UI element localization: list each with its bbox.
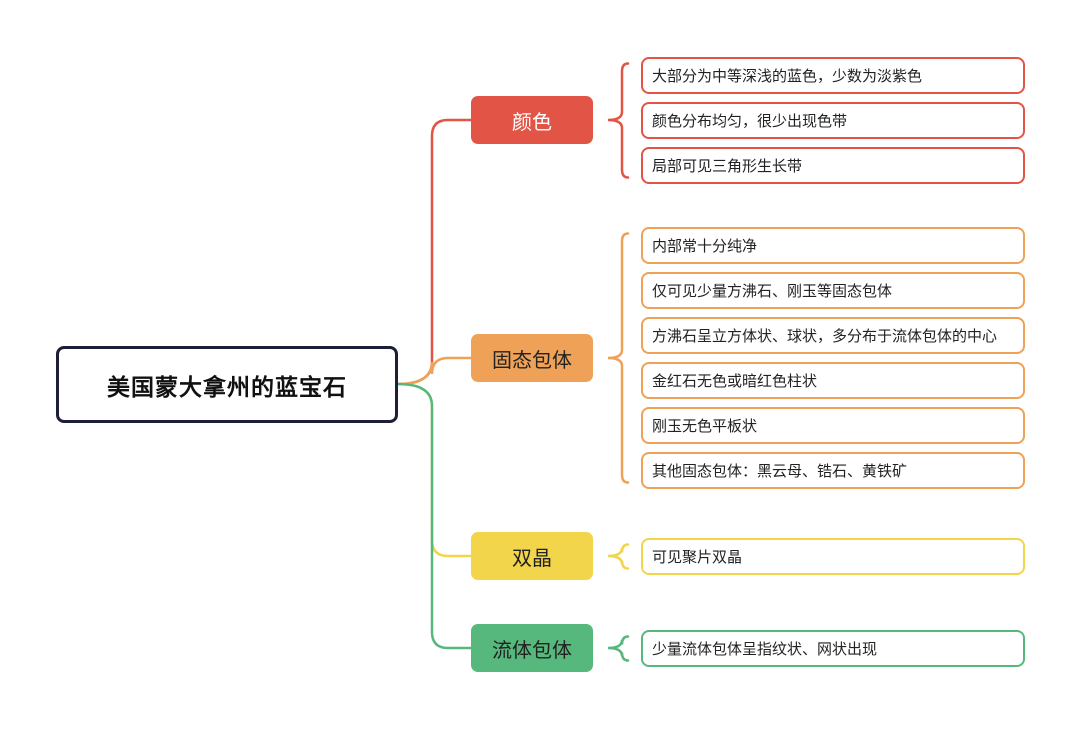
- category-node-4: 流体包体: [471, 624, 593, 672]
- category-node-1: 颜色: [471, 96, 593, 144]
- brace-3: [607, 543, 630, 570]
- branch-connector-1: [396, 118, 473, 386]
- leaf-node-2-2: 仅可见少量方沸石、刚玉等固态包体: [641, 272, 1025, 309]
- root-node: 美国蒙大拿州的蓝宝石: [56, 346, 398, 423]
- leaf-node-1-2: 颜色分布均匀，很少出现色带: [641, 102, 1025, 139]
- branch-connector-2: [396, 356, 473, 386]
- brace-2: [607, 232, 630, 484]
- leaf-node-2-6: 其他固态包体：黑云母、锆石、黄铁矿: [641, 452, 1025, 489]
- leaf-node-2-3: 方沸石呈立方体状、球状，多分布于流体包体的中心: [641, 317, 1025, 354]
- category-node-3: 双晶: [471, 532, 593, 580]
- leaf-node-2-4: 金红石无色或暗红色柱状: [641, 362, 1025, 399]
- category-node-2: 固态包体: [471, 334, 593, 382]
- leaf-node-2-1: 内部常十分纯净: [641, 227, 1025, 264]
- branch-connector-3: [396, 382, 473, 558]
- leaf-node-3-1: 可见聚片双晶: [641, 538, 1025, 575]
- brace-4: [607, 635, 630, 662]
- leaf-node-2-5: 刚玉无色平板状: [641, 407, 1025, 444]
- leaf-node-1-3: 局部可见三角形生长带: [641, 147, 1025, 184]
- branch-connector-4: [396, 382, 473, 650]
- leaf-node-4-1: 少量流体包体呈指纹状、网状出现: [641, 630, 1025, 667]
- leaf-node-1-1: 大部分为中等深浅的蓝色，少数为淡紫色: [641, 57, 1025, 94]
- brace-1: [607, 62, 630, 179]
